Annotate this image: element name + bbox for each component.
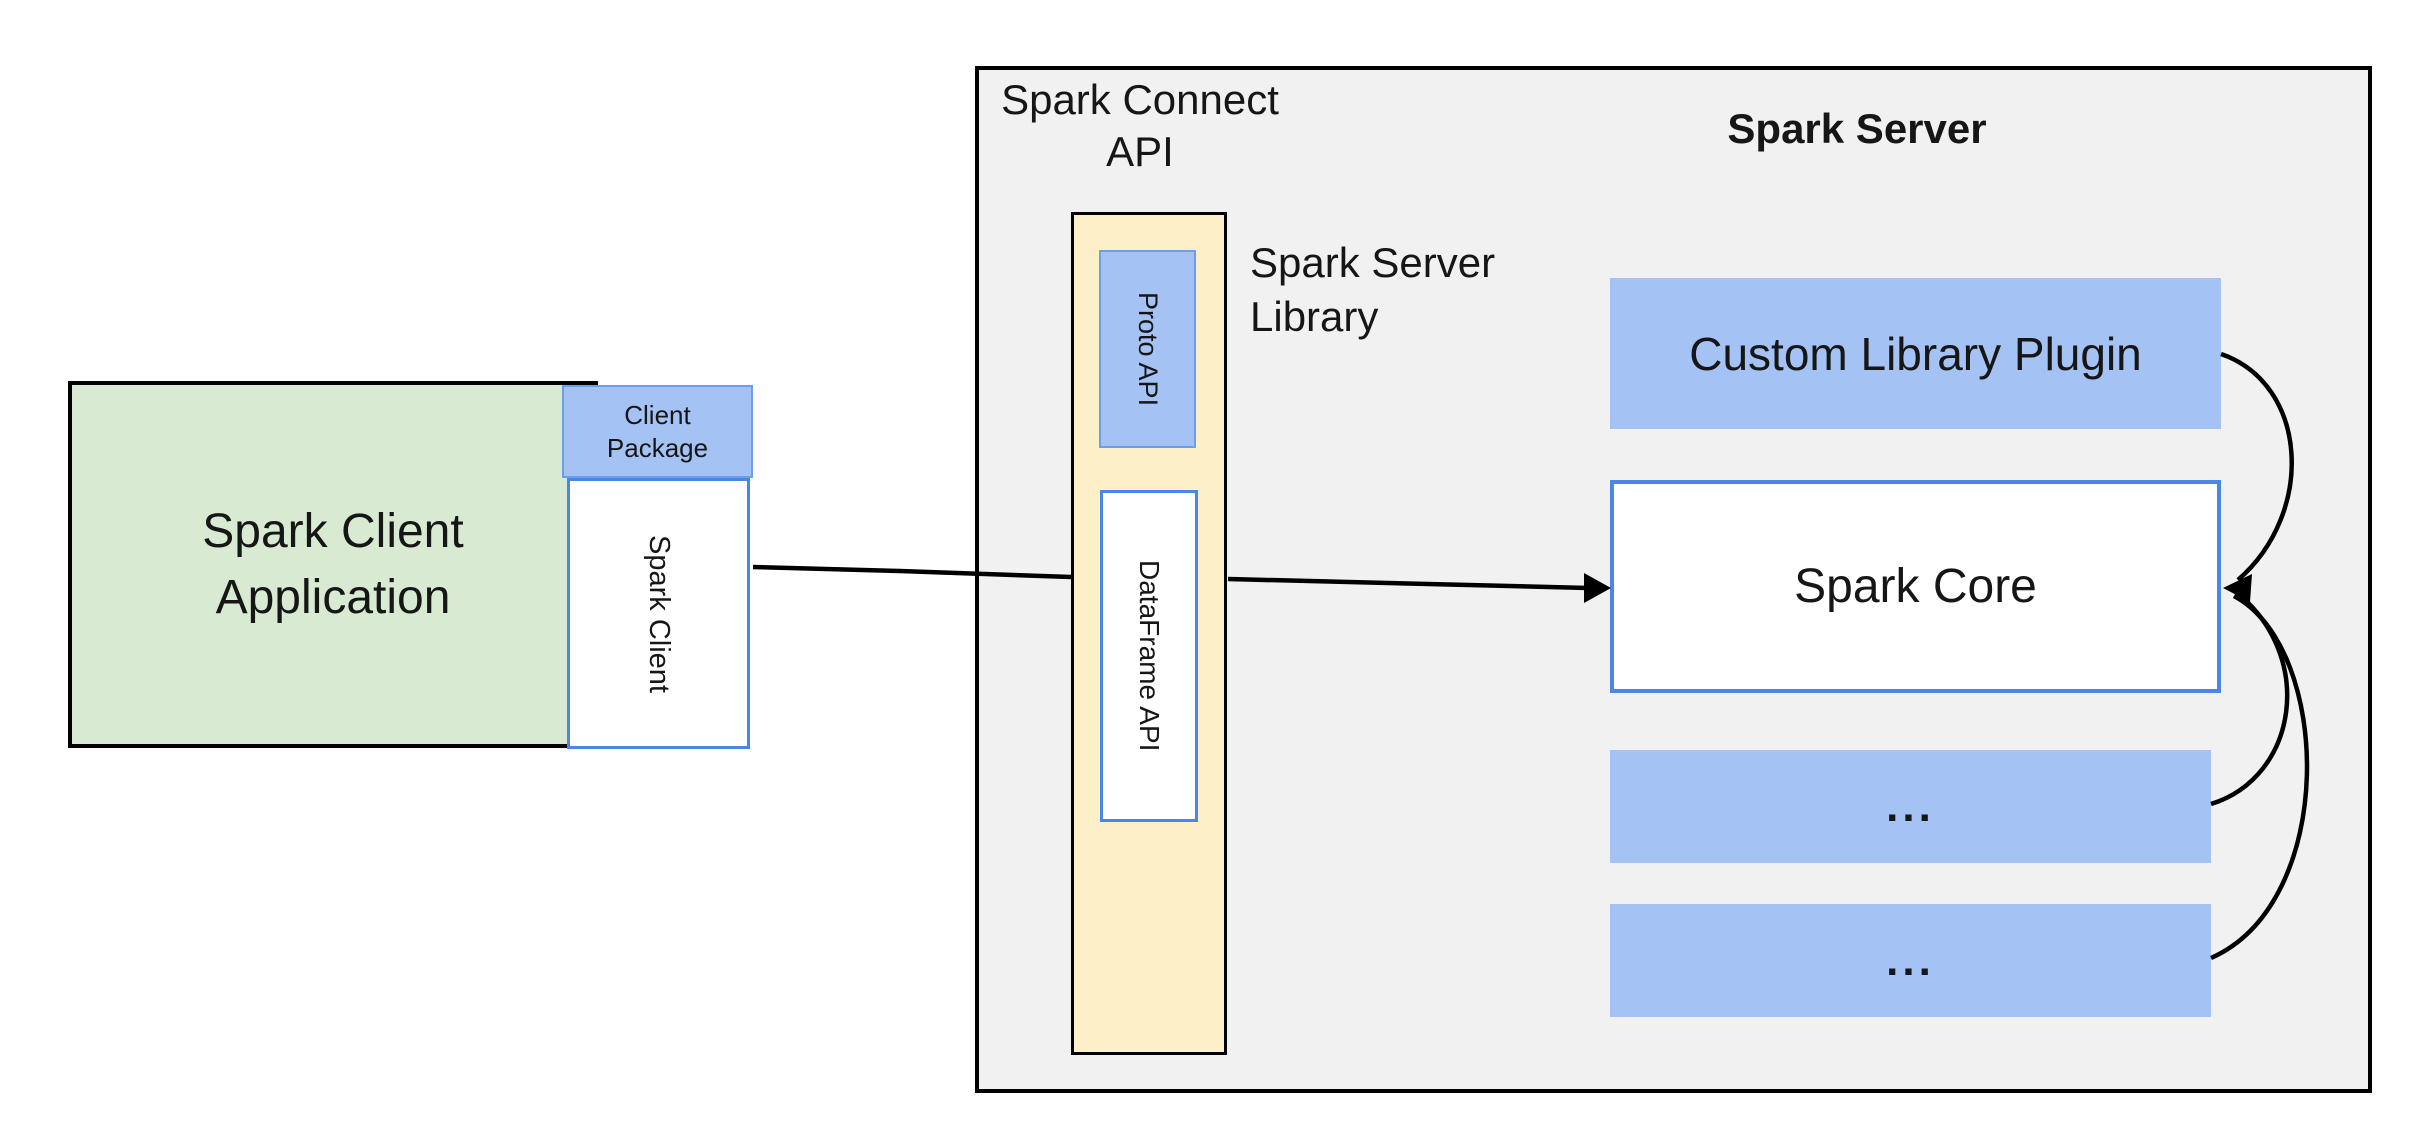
client-package-line1: Client [624,399,691,430]
proto-api-box: Proto API [1099,250,1196,448]
spark-client-application-line1: Spark Client [202,504,464,558]
dataframe-api-label: DataFrame API [1134,560,1165,752]
spark-connect-api-title: Spark Connect API [985,74,1295,178]
client-package-box: Client Package [562,385,753,478]
spark-client-application-line2: Application [215,570,451,624]
plugin-slot-1-box: ... [1610,750,2211,863]
plugin-slot-2-label: ... [1886,935,1935,985]
spark-server-library-label: Spark Server Library [1250,236,1610,344]
spark-core-label: Spark Core [1794,560,2037,613]
spark-connect-api-title-line1: Spark Connect [1001,76,1279,123]
client-package-label: Client Package [607,399,708,465]
spark-server-library-line1: Spark Server [1250,239,1496,286]
proto-api-label: Proto API [1133,291,1163,407]
custom-library-plugin-label: Custom Library Plugin [1689,327,2142,380]
plugin-slot-2-box: ... [1610,904,2211,1017]
dataframe-api-box: DataFrame API [1100,490,1198,822]
client-package-line2: Package [606,432,709,463]
spark-client-application-label: Spark Client Application [202,499,463,631]
spark-client-label: Spark Client [643,534,675,693]
spark-client-application-box: Spark Client Application [68,381,598,748]
spark-core-box: Spark Core [1610,480,2221,693]
custom-library-plugin-box: Custom Library Plugin [1610,278,2221,429]
plugin-slot-1-label: ... [1886,781,1935,831]
spark-connect-api-title-line2: API [1106,128,1174,175]
spark-server-library-line2: Library [1250,293,1379,340]
spark-server-title: Spark Server [1727,105,1987,152]
spark-client-box: Spark Client [567,478,750,749]
